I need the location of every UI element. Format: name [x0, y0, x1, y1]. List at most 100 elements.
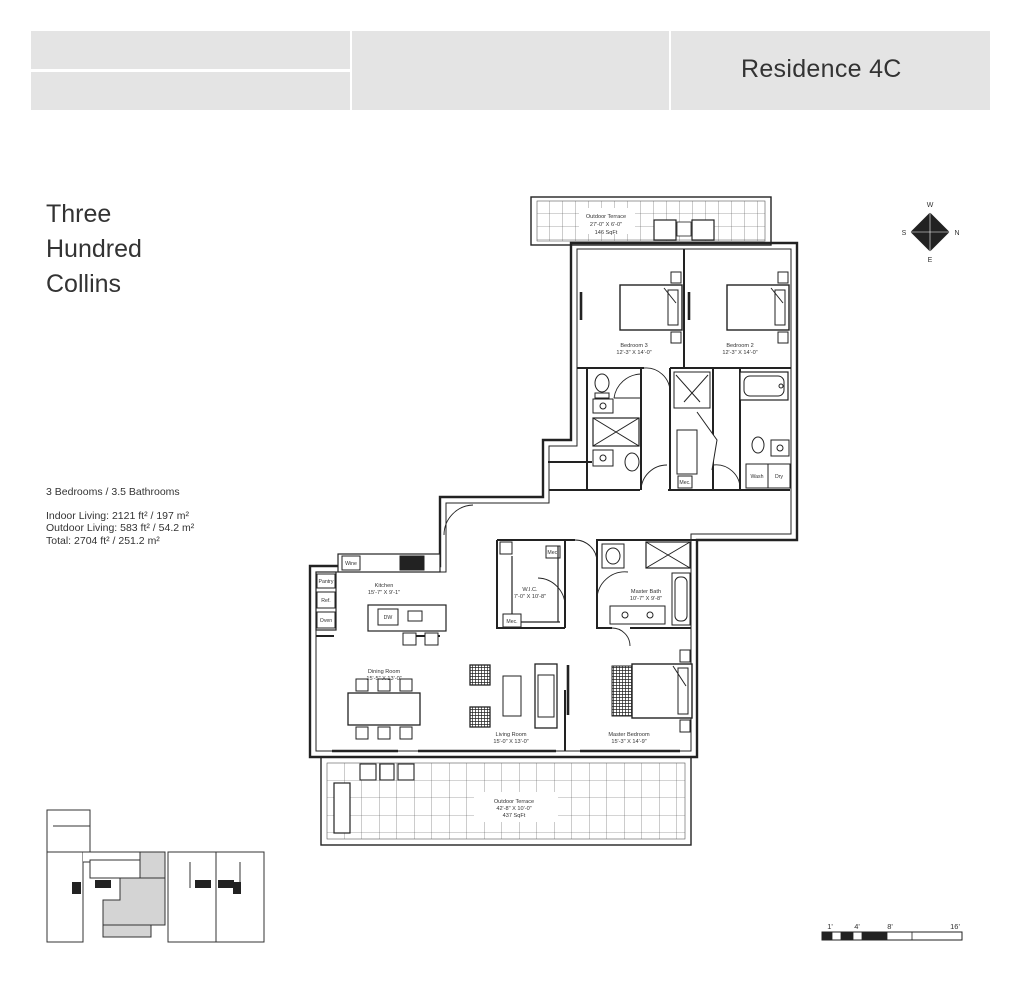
compass-s: S	[902, 230, 907, 237]
key-plan	[46, 809, 265, 943]
header-bar: Residence 4C	[31, 31, 990, 110]
toilet	[751, 436, 765, 454]
bath2-fixtures	[739, 371, 791, 489]
master-bedroom-name: Master Bedroom	[608, 732, 650, 738]
terrace-top-area: 146 SqFt	[595, 230, 618, 236]
scale-8ft: 8'	[887, 922, 893, 931]
terrace-side-table	[676, 221, 692, 237]
outdoor-living: Outdoor Living: 583 ft² / 54.2 m²	[46, 522, 195, 534]
label-mec-hall: Mec.	[679, 480, 690, 486]
living-dims: 15'-0" X 13'-0"	[493, 739, 528, 745]
cooktop	[399, 555, 425, 571]
terrace-chair	[653, 219, 677, 241]
compass-n: N	[954, 230, 959, 237]
label-dry: Dry	[775, 474, 783, 480]
project-title-line-3: Collins	[46, 270, 122, 298]
terrace-bottom-name: Outdoor Terrace	[494, 799, 534, 805]
indoor-living: Indoor Living: 2121 ft² / 197 m²	[46, 509, 189, 522]
dining-furniture	[347, 678, 421, 740]
pantry	[316, 573, 336, 589]
total-area: Total: 2704 ft² / 251.2 m²	[46, 534, 160, 547]
label-wash: Wash	[750, 474, 763, 480]
label-wine: Wine	[345, 561, 357, 567]
project-title-line-2: Hundred	[46, 235, 142, 263]
nightstand	[777, 271, 789, 284]
toilet	[624, 452, 640, 472]
bedroom3-dims: 12'-3" X 14'-0"	[616, 350, 651, 356]
bedroom2-dims: 12'-3" X 14'-0"	[722, 350, 757, 356]
nightstand	[670, 331, 682, 344]
terrace-chair	[359, 763, 377, 781]
pillow	[677, 667, 689, 715]
coffee-table	[502, 675, 522, 717]
pillow	[667, 289, 679, 326]
compass-rose: W S N E	[902, 202, 960, 264]
nightstand	[670, 271, 682, 284]
label-ref: Ref.	[321, 598, 331, 604]
label-dw: DW	[384, 615, 393, 621]
master-bedroom-furniture	[611, 649, 693, 733]
nightstand	[777, 331, 789, 344]
compass-w: W	[927, 202, 934, 209]
terrace-lounger	[333, 782, 351, 834]
terrace-chair	[397, 763, 415, 781]
pillow	[774, 289, 786, 326]
armchair	[469, 706, 491, 728]
armchair	[469, 664, 491, 686]
scale-4ft: 4'	[854, 922, 860, 931]
master-bedroom-dims: 15'-3" X 14'-9"	[611, 739, 646, 745]
refrigerator	[316, 591, 336, 609]
compass-e: E	[928, 257, 933, 264]
kitchen-fixtures	[315, 553, 447, 646]
bath3-fixtures	[592, 373, 640, 472]
header-divider-1	[350, 31, 352, 110]
scale-16ft: 16'	[950, 922, 960, 931]
terrace-bottom-area: 437 SqFt	[503, 813, 526, 819]
header-divider-horizontal	[31, 69, 350, 72]
dining-dims: 15'-5" X 13'-0"	[366, 676, 401, 682]
master-bath-dims: 10'-7" X 9'-8"	[630, 596, 662, 602]
wic-name: W.I.C.	[522, 587, 538, 593]
hall-closet	[673, 371, 718, 489]
label-oven: Oven	[320, 618, 333, 624]
unit-specs: 3 Bedrooms / 3.5 Bathrooms Indoor Living…	[46, 486, 194, 547]
terrace-top-name: Outdoor Terrace	[586, 214, 626, 220]
bedroom2-furniture	[726, 271, 790, 344]
project-title-line-1: Three	[46, 200, 112, 228]
dining-chair	[377, 726, 391, 740]
kitchen-dims: 15'-7" X 9'-1"	[368, 590, 400, 596]
terrace-table	[379, 763, 395, 781]
bedroom3-name: Bedroom 3	[620, 343, 647, 349]
doors	[443, 367, 741, 647]
dryer	[767, 463, 791, 489]
living-furniture	[469, 663, 558, 729]
nightstand	[679, 719, 691, 733]
scale-1ft: 1'	[827, 922, 833, 931]
key-plan-cores	[72, 880, 241, 894]
bench	[611, 665, 633, 717]
dining-chair	[399, 726, 413, 740]
label-mec-wic-bottom: Mec.	[506, 619, 517, 625]
project-title: Three Hundred Collins	[46, 197, 142, 302]
wic-dims: 7'-0" X 10'-8"	[514, 594, 546, 600]
scale-bar: 1' 4' 8' 16'	[821, 922, 963, 941]
nightstand	[679, 649, 691, 663]
toilet	[594, 373, 610, 393]
mec-box	[502, 613, 522, 628]
mec-closet-box	[677, 475, 693, 489]
header-divider-2	[669, 31, 671, 110]
label-mec-wic-top: Mec.	[547, 550, 558, 556]
dining-chair	[355, 678, 369, 692]
terrace-top	[530, 196, 772, 246]
bedroom3-furniture	[619, 271, 683, 344]
dining-name: Dining Room	[368, 669, 401, 675]
kitchen-name: Kitchen	[375, 583, 394, 589]
mec-box	[545, 545, 561, 559]
windows	[332, 292, 691, 753]
bar-stool	[402, 632, 417, 646]
dining-table	[347, 692, 421, 726]
room-labels: Outdoor Terrace 27'-0" X 6'-0" 146 SqFt …	[366, 214, 757, 819]
master-bath-name: Master Bath	[631, 589, 661, 595]
dining-chair	[355, 726, 369, 740]
